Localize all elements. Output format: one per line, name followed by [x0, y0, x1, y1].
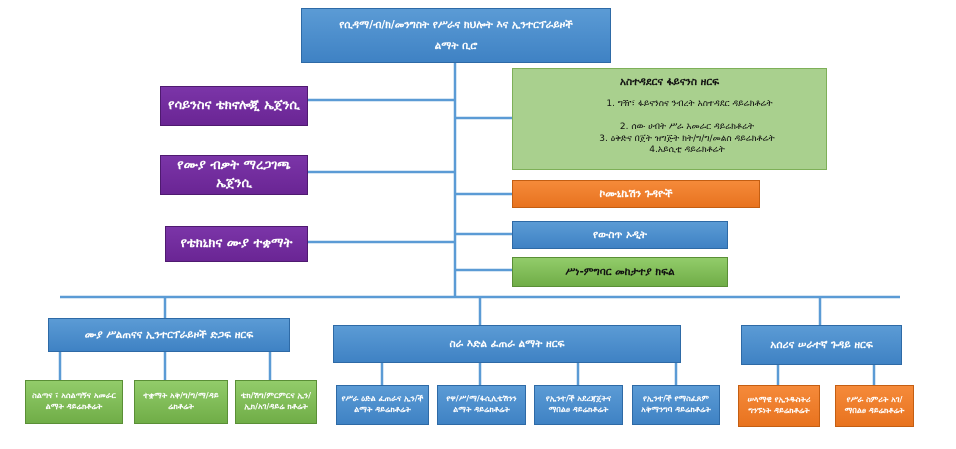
agency-science-technology: የሳይንስና ቴክኖሎጂ ኤጀንሲ — [160, 86, 308, 126]
directorate-technology-research: ቴክ/ሽግ/ምርምርና ኢን/ኢክ/አገ/ዳይሬ ክቶሬት — [235, 380, 317, 424]
admin-item-ict: 4.አይሲቲ ዳይሬክቶሬት — [649, 144, 725, 155]
admin-finance-sector-box: አስተዳደርና ፋይናንስ ዘርፍ 1. ግዥ፣ ፋይናንስና ንብረት አስተ… — [512, 68, 827, 170]
directorate-enterprise-organization: የኢንተ/ች አደረጃጀትና ማበልፀ ዳይሬክቶሬት — [534, 385, 623, 425]
directorate-industrial-relations: ሠላማዊ የኢንዱስትሪ ግንኙነት ዳይሬክቶሬት — [738, 385, 820, 427]
ethics-monitoring-box: ሥነ-ምግባር መከታተያ ክፍል — [512, 257, 728, 287]
sector-vocational-training-enterprise: ሙያ ሥልጠናና ኢንተርፕራይዞች ድጋፍ ዘርፍ — [48, 318, 290, 352]
admin-item-procurement: 1. ግዥ፣ ፋይናንስና ንብረት አስተዳደር ዳይሬክቶሬት — [606, 99, 773, 110]
head-bureau-title-line1: የሲዳማ/ብ/ክ/መንግስት የሥራና ክህሎት እና ኢንተርፕራይዞች — [339, 19, 573, 32]
admin-item-hr: 2. ሰው ሀብት ሥራ አመራር ዳይሬክቶሬት — [619, 122, 755, 133]
directorate-job-creation-industry: የሥራ ዕድል ፈጠራና ኢን/ች ልማት ዳይሬክቶሬት — [336, 385, 429, 425]
sector-employer-employee-affairs: አሰሪና ሠራተኛ ጉዳይ ዘርፍ — [741, 325, 902, 365]
directorate-training-leadership: ስልጣና ፣ አሰልጣኝና አመራር ልማት ዳይሬክቶሬት — [25, 380, 123, 424]
directorate-enterprise-capacity: የኢንተ/ች የማስፈጸም አቅማንግባ ዳይሬክቶሬት — [632, 385, 720, 425]
sector-job-creation: ስራ እድል ፈጠራ ልማት ዘርፍ — [333, 325, 681, 363]
agency-tvet-institutions: የቴክኒክና ሙያ ተቋማት — [165, 226, 308, 262]
admin-item-planning: 3. ዕቅድና በጀት ዝግጅት ክት/ግ/ግ/መልስ ዳይሬክቶሬት — [599, 133, 775, 144]
agency-competency-certification: የሙያ ብቃት ማረጋገጫ ኤጀንሲ — [160, 155, 308, 195]
directorate-institutions-capacity: ተቋማት አቅ/ግ/ግ/ማ/ዳይ ሬክቶሬት — [134, 380, 228, 424]
head-bureau-box: የሲዳማ/ብ/ክ/መንግስት የሥራና ክህሎት እና ኢንተርፕራይዞች ልማ… — [301, 8, 611, 63]
directorate-employment-service: የሥራ ስምሪት አገ/ማበልፀ ዳይሬክቶሬት — [835, 385, 914, 427]
admin-finance-title: አስተዳደርና ፋይናንስ ዘርፍ — [619, 76, 720, 88]
communication-affairs-box: ኮሙኒኬሽን ጉዳዮች — [512, 180, 760, 208]
head-bureau-title-line2: ልማት ቢሮ — [434, 39, 478, 52]
directorate-workplace-facilitation: የዋ/ሥ/ማ/ፋሲሊቴሽንን ልማት ዳይሬክቶሬት — [437, 385, 526, 425]
internal-audit-box: የውስጥ ኦዲት — [512, 221, 728, 249]
